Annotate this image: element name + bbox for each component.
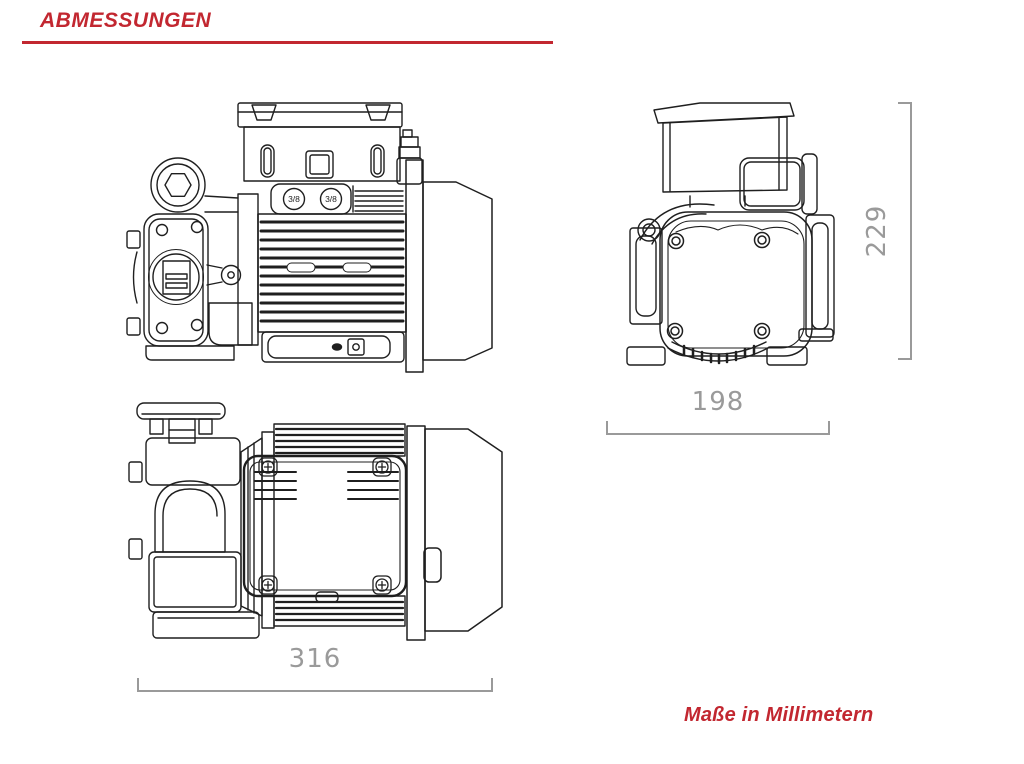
dimension-width-bracket — [606, 421, 830, 435]
mounting-feet — [626, 341, 808, 366]
side-view-drawing: 3/8 3/8 — [126, 102, 493, 373]
dimension-height-label: 229 — [862, 204, 892, 258]
motor-top — [242, 423, 408, 627]
page-title: ABMESSUNGEN — [40, 9, 212, 32]
port-plate: 3/8 3/8 — [270, 183, 404, 215]
pump-volute — [637, 203, 715, 245]
dimension-length-label: 316 — [288, 644, 342, 674]
rear-bell — [405, 159, 493, 373]
cover-screws — [258, 457, 392, 595]
port-size-label: 3/8 — [288, 194, 300, 204]
rear-bell-top — [406, 425, 503, 641]
front-view-drawing — [626, 102, 835, 366]
terminal-box — [237, 102, 423, 185]
motor-base-band — [261, 331, 405, 363]
units-note: Maße in Millimetern — [684, 704, 874, 726]
top-port-flange — [136, 402, 226, 444]
terminal-box-front — [653, 102, 795, 208]
top-view-drawing — [128, 402, 503, 641]
side-flanges — [629, 214, 835, 342]
dimension-length-bracket — [137, 678, 493, 692]
pump-head — [126, 157, 259, 361]
capacitor-housing — [739, 153, 818, 215]
port-size-label: 3/8 — [325, 194, 337, 204]
motor-face — [659, 211, 813, 357]
motor-fins — [257, 213, 407, 333]
pump-casing — [128, 431, 339, 639]
title-underline — [22, 41, 553, 44]
dimension-height-bracket — [898, 102, 912, 360]
dimension-width-label: 198 — [691, 387, 745, 417]
